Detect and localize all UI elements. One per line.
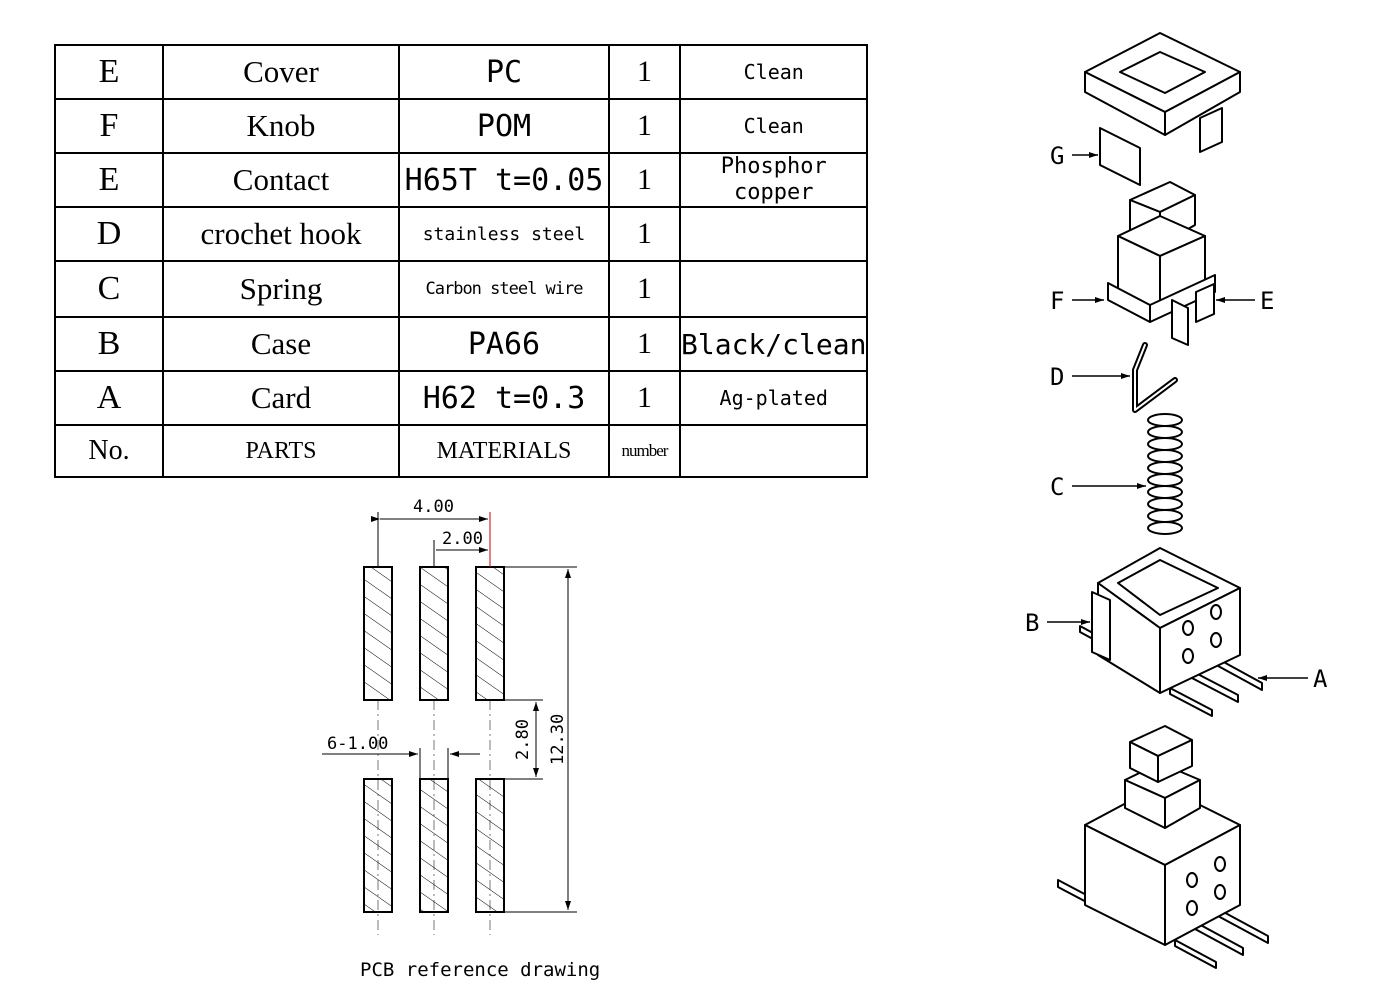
part-note: Phosphor copper — [678, 152, 869, 208]
header-material: MATERIALS — [398, 424, 610, 478]
part-qty: 1 — [608, 370, 681, 426]
pcb-pad — [475, 778, 505, 913]
part-name: Case — [162, 316, 400, 372]
part-id: A — [54, 370, 164, 426]
part-qty: 1 — [608, 206, 681, 262]
cover-part-g — [1084, 32, 1241, 186]
bom-row-cover: E Cover PC 1 Clean — [54, 44, 869, 100]
part-id: B — [54, 316, 164, 372]
part-id: E — [54, 44, 164, 100]
bom-table: E Cover PC 1 Clean F Knob POM 1 Clean E … — [54, 44, 869, 478]
part-material: POM — [398, 98, 610, 154]
pcb-caption: PCB reference drawing — [360, 959, 600, 981]
part-material: stainless steel — [398, 206, 610, 262]
bom-row-spring: C Spring Carbon steel wire 1 — [54, 260, 869, 318]
part-note: Ag-plated — [678, 370, 869, 426]
bom-row-crochet-hook: D crochet hook stainless steel 1 — [54, 206, 869, 262]
header-qty: number — [608, 424, 681, 478]
bom-row-case: B Case PA66 1 Black/clean — [54, 316, 869, 372]
label-c: C — [1050, 473, 1064, 501]
part-note — [678, 260, 869, 318]
label-g: G — [1050, 142, 1064, 170]
part-name: Knob — [162, 98, 400, 154]
pcb-pad — [363, 566, 393, 701]
part-qty: 1 — [608, 98, 681, 154]
case-part-b — [1079, 547, 1263, 717]
knob-part-f — [1107, 181, 1216, 346]
part-qty: 1 — [608, 152, 681, 208]
part-note — [678, 206, 869, 262]
hook-part-d — [1132, 342, 1178, 413]
bom-row-knob: F Knob POM 1 Clean — [54, 98, 869, 154]
part-id: E — [54, 152, 164, 208]
part-name: Contact — [162, 152, 400, 208]
part-qty: 1 — [608, 260, 681, 318]
part-name: Cover — [162, 44, 400, 100]
part-note: Clean — [678, 44, 869, 100]
part-material: PA66 — [398, 316, 610, 372]
header-note — [678, 424, 869, 478]
label-d: D — [1050, 363, 1064, 391]
part-material: H65T t=0.05 — [398, 152, 610, 208]
part-note: Black/clean — [678, 316, 869, 372]
bom-row-contact: E Contact H65T t=0.05 1 Phosphor copper — [54, 152, 869, 208]
dim-gap: 2.80 — [513, 719, 533, 760]
pcb-pad — [419, 778, 449, 913]
part-note: Clean — [678, 98, 869, 154]
part-material: Carbon steel wire — [398, 260, 610, 318]
part-name: Card — [162, 370, 400, 426]
part-id: C — [54, 260, 164, 318]
label-a: A — [1313, 665, 1328, 693]
part-name: crochet hook — [162, 206, 400, 262]
pcb-pad — [419, 566, 449, 701]
header-part: PARTS — [162, 424, 400, 478]
dim-overall-pitch: 4.00 — [413, 497, 454, 517]
pcb-pad — [363, 778, 393, 913]
part-id: D — [54, 206, 164, 262]
dim-pitch: 2.00 — [442, 529, 483, 549]
bom-row-card: A Card H62 t=0.3 1 Ag-plated — [54, 370, 869, 426]
part-name: Spring — [162, 260, 400, 318]
spring-part-c — [1147, 413, 1183, 535]
header-id: No. — [54, 424, 164, 478]
part-qty: 1 — [608, 316, 681, 372]
dim-length: 12.30 — [548, 714, 568, 765]
dim-pad-width: 6-1.00 — [327, 734, 388, 754]
assembled-switch — [1057, 725, 1269, 969]
part-id: F — [54, 98, 164, 154]
label-e: E — [1260, 287, 1274, 315]
bom-header-row: No. PARTS MATERIALS number — [54, 424, 869, 478]
label-f: F — [1050, 287, 1064, 315]
pcb-pad — [475, 566, 505, 701]
part-material: H62 t=0.3 — [398, 370, 610, 426]
part-material: PC — [398, 44, 610, 100]
part-qty: 1 — [608, 44, 681, 100]
label-b: B — [1025, 609, 1039, 637]
